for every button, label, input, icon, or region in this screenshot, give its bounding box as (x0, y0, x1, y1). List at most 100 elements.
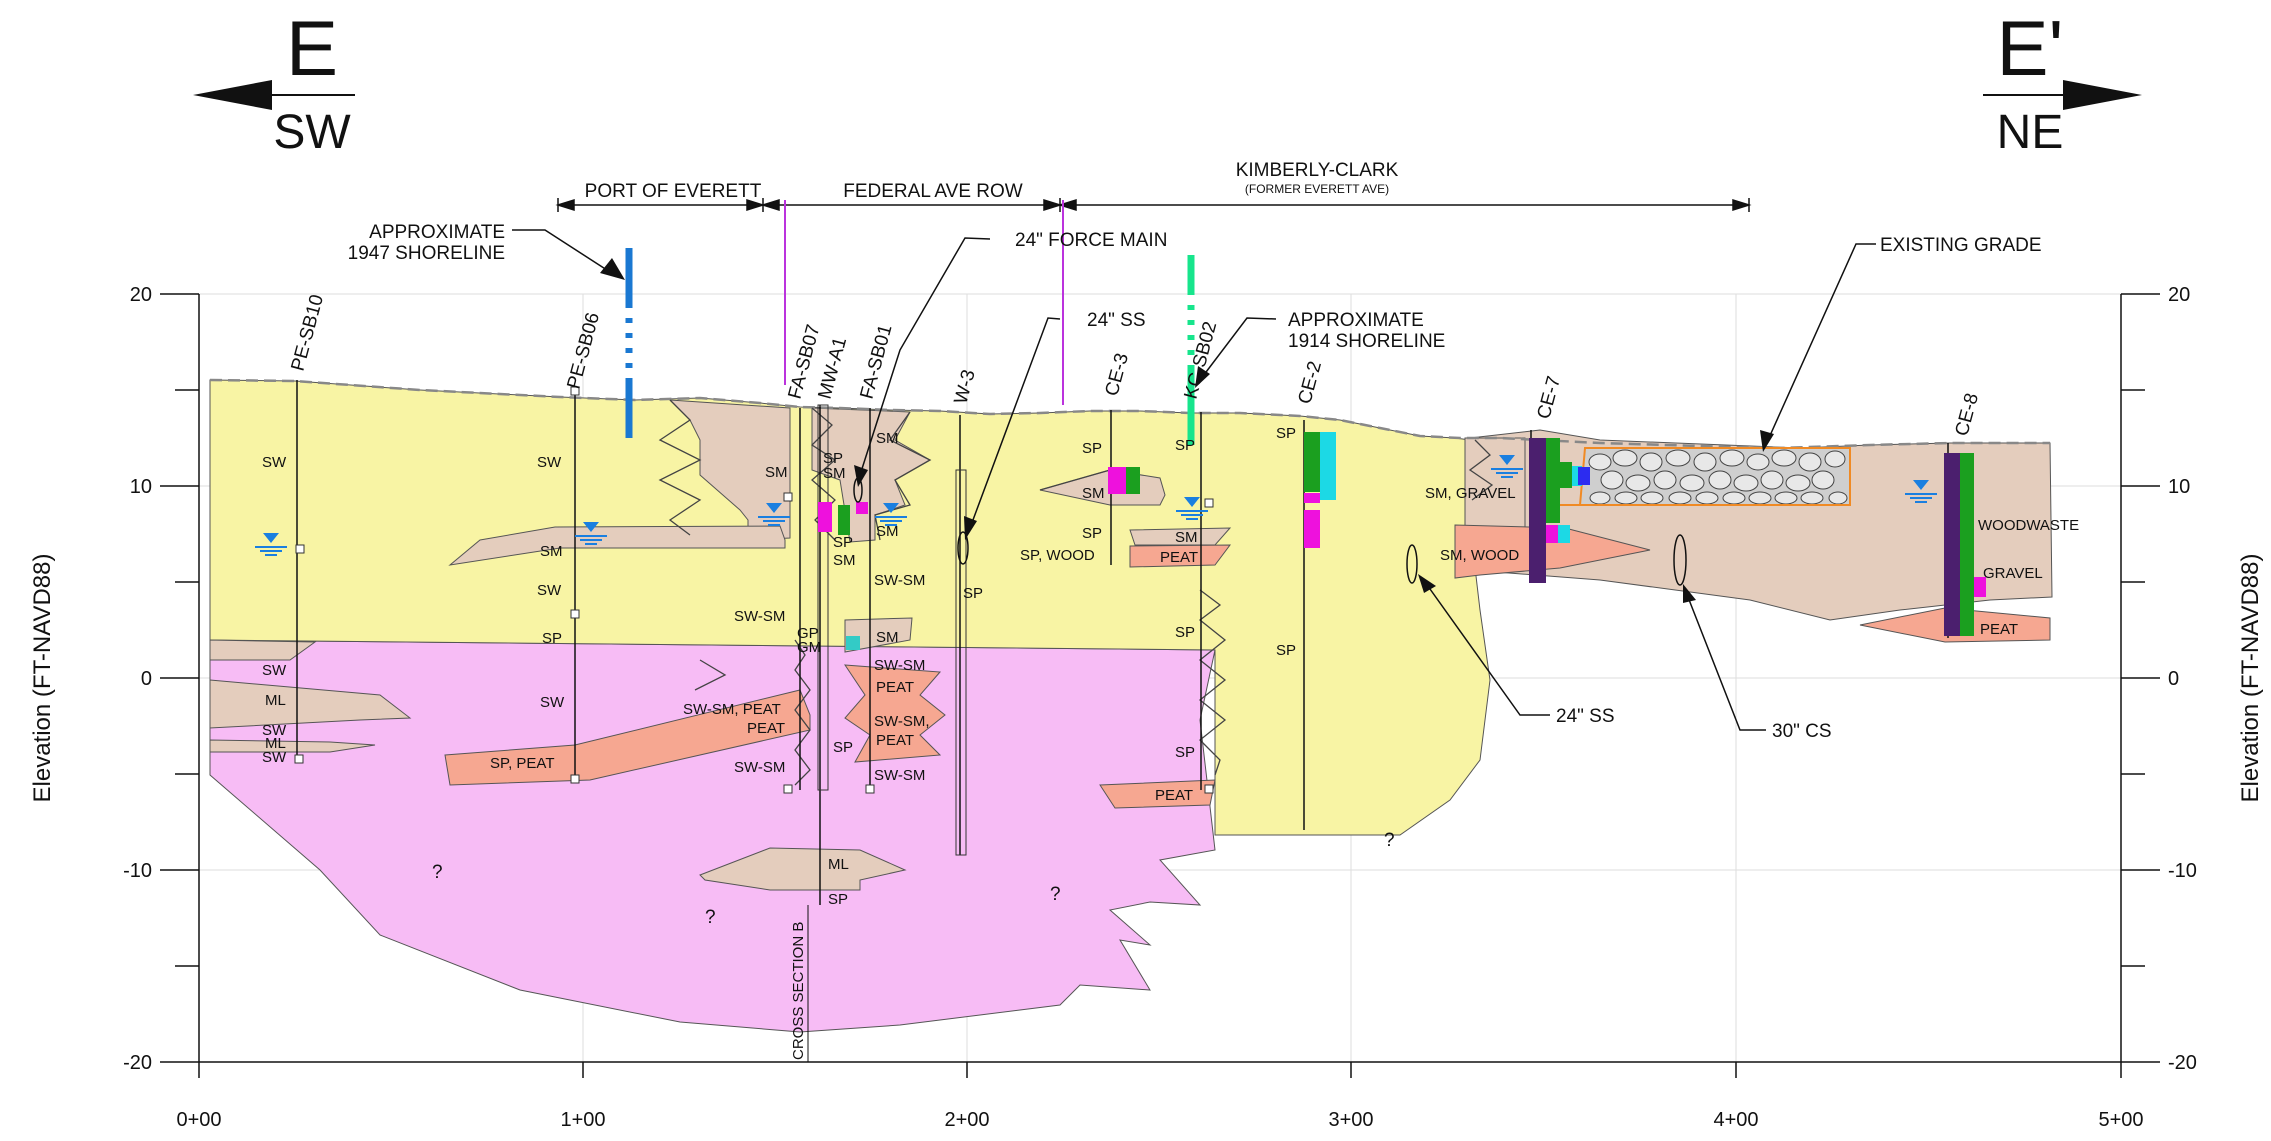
band-label-federal: FEDERAL AVE ROW (843, 181, 1023, 202)
peat-lens-kc-upper (1129, 544, 1232, 568)
ml-lens-sb10 (209, 679, 412, 729)
soil-label: PEAT (747, 720, 785, 737)
water-level-icon (575, 522, 607, 545)
soil-label: SM, GRAVEL (1425, 485, 1516, 502)
soil-label: ML (265, 692, 286, 709)
callout-1947-line1: APPROXIMATE (369, 222, 505, 243)
unknown-markers: ? ? ? ? (432, 830, 1395, 928)
boring-label: CE-2 (1295, 359, 1326, 406)
soil-label: SP, PEAT (490, 755, 554, 772)
sw-lens-sb10 (209, 639, 317, 661)
y-tick-left: 10 (130, 476, 152, 498)
soil-label: SP (1175, 744, 1195, 761)
boring-label: FA-SB01 (857, 322, 897, 401)
soil-label: SM (876, 430, 899, 447)
ml-lens-bottom (699, 847, 907, 891)
soil-label: SM (1082, 485, 1105, 502)
peat-lens-kc-lower (1099, 779, 1216, 809)
soil-label: SP (1276, 642, 1296, 659)
soil-label: GP (797, 625, 819, 642)
y-tick-left: 0 (141, 668, 152, 690)
soil-label: SW (262, 749, 287, 766)
direction-right: NE (1997, 106, 2064, 159)
boring-label: PE-SB10 (288, 292, 329, 373)
y-tick-right: -10 (2168, 860, 2197, 882)
y-tick-labels-right: 20 10 0 -10 -20 (2168, 284, 2197, 1074)
peat-wedge-sb06 (444, 689, 811, 786)
sm-gravel-wedge (1464, 437, 1526, 529)
silt-zone-fa-mid (844, 617, 913, 653)
x-tick: 1+00 (560, 1109, 605, 1131)
callout-1914-line1: APPROXIMATE (1288, 310, 1424, 331)
section-letter-right: E' (1997, 4, 2064, 92)
soil-label: SP (1175, 437, 1195, 454)
soil-label: SP (1276, 425, 1296, 442)
water-level-icon (255, 533, 287, 556)
boring-label: MW-A1 (815, 335, 852, 401)
soil-label: PEAT (876, 732, 914, 749)
y-tick-right: 20 (2168, 284, 2190, 306)
question-mark: ? (432, 862, 443, 883)
callout-1947-line2: 1947 SHORELINE (348, 243, 505, 264)
y-tick-left: 20 (130, 284, 152, 306)
ss-pipe-lower (1406, 544, 1418, 584)
question-mark: ? (1050, 884, 1061, 905)
boring-bars (818, 432, 1986, 650)
property-bands (555, 198, 1752, 212)
section-header-left: E SW (193, 4, 355, 159)
arrow-left-icon (193, 80, 272, 110)
section-header-right: E' NE (1983, 4, 2142, 159)
soil-label: SW-SM (874, 767, 925, 784)
soil-label: GRAVEL (1983, 565, 2043, 582)
existing-grade-line (209, 378, 2050, 450)
groundwater-markers (255, 455, 1937, 556)
y-tick-labels-left: 20 10 0 -10 -20 (123, 284, 152, 1074)
callout-existing-grade: EXISTING GRADE (1880, 235, 2042, 256)
soil-label: PEAT (1980, 621, 2018, 638)
x-tick: 2+00 (944, 1109, 989, 1131)
question-mark: ? (1384, 830, 1395, 851)
soil-label: WOODWASTE (1978, 517, 2079, 534)
y-tick-right: 10 (2168, 476, 2190, 498)
soil-label: SW (262, 722, 287, 739)
pink-sand-unit (209, 639, 1216, 1033)
cobble-fill (1544, 447, 1851, 540)
soil-label: SM (876, 523, 899, 540)
callout-force-main: 24" FORCE MAIN (1015, 230, 1167, 251)
band-label-kimberly: KIMBERLY-CLARK (1236, 160, 1399, 181)
boring-ladders (817, 404, 967, 856)
soil-label: SM (1175, 529, 1198, 546)
boring-label: PE-SB06 (564, 310, 605, 391)
soil-label: SW (537, 454, 562, 471)
sample-markers (294, 386, 1214, 794)
x-tick: 4+00 (1713, 1109, 1758, 1131)
water-level-icon (1905, 480, 1937, 503)
arrow-right-icon (2063, 80, 2142, 110)
soil-label: SP, WOOD (1020, 547, 1095, 564)
soil-label: SM (765, 464, 788, 481)
x-tick: 3+00 (1328, 1109, 1373, 1131)
boring-label: CE-7 (1534, 374, 1565, 421)
soil-label: SP (542, 630, 562, 647)
cross-section-b-label: CROSS SECTION B (790, 922, 807, 1060)
soil-label: SP (828, 891, 848, 908)
soil-label: SP (833, 534, 853, 551)
y-tick-right: -20 (2168, 1052, 2197, 1074)
callout-cs: 30" CS (1772, 721, 1832, 742)
ss-pipe-upper (957, 531, 969, 565)
soil-label: SP (963, 585, 983, 602)
soil-label: SW (540, 694, 565, 711)
soil-label: PEAT (1155, 787, 1193, 804)
y-axis-label-right: Elevation (FT-NAVD88) (2237, 554, 2264, 803)
boring-label: CE-3 (1102, 351, 1133, 398)
soil-label: SW-SM (874, 657, 925, 674)
soil-label: SM (876, 629, 899, 646)
water-level-icon (1491, 455, 1523, 478)
soil-label: SP (823, 450, 843, 467)
cs-pipe (1673, 534, 1687, 586)
water-level-icon (1176, 497, 1208, 520)
soil-label: SW-SM (734, 608, 785, 625)
axis-frame (160, 293, 2160, 1078)
soil-label: ML (828, 856, 849, 873)
